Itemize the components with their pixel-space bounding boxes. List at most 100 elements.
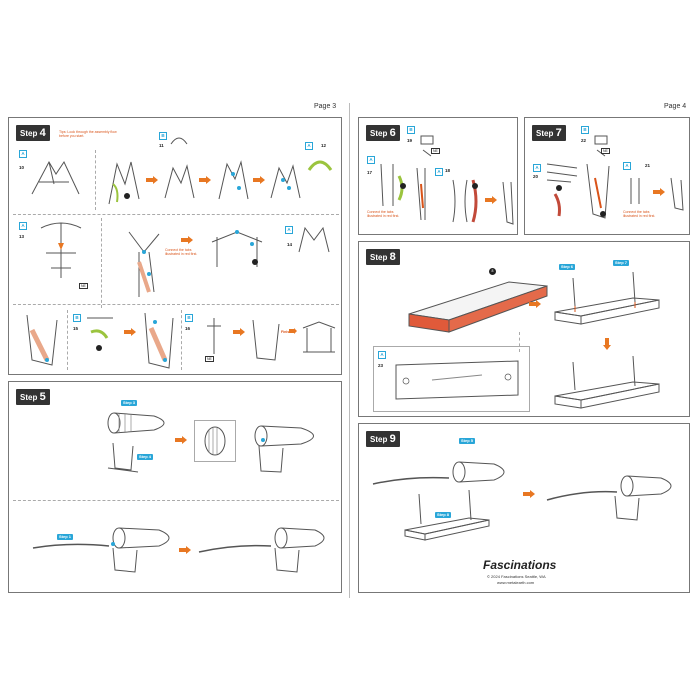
step-6-label: Step 6 xyxy=(366,125,400,141)
arrow-1 xyxy=(146,176,158,184)
arrow-7 xyxy=(289,328,297,334)
rocket-drawing-1 xyxy=(107,412,165,434)
sub-b-badge: B xyxy=(159,132,167,140)
divider-row1 xyxy=(13,214,339,215)
part-19-drawing xyxy=(420,135,434,157)
page-number-4: Page 4 xyxy=(664,103,687,110)
step-5-label: Step 5 xyxy=(16,389,50,405)
separator-3 xyxy=(67,310,68,370)
part-assembly-13 xyxy=(586,163,610,219)
base-detail-inset: A 23 xyxy=(373,346,530,412)
arrow-5 xyxy=(124,328,136,336)
step-7-panel: Step 7 B 22 NE A 20 A 21 Connect the tab… xyxy=(524,117,690,235)
rocket-drawing-4 xyxy=(198,527,325,573)
arrow-10 xyxy=(485,196,497,204)
part-16-num: 16 xyxy=(185,326,191,331)
part-assembly-6 xyxy=(211,230,263,267)
part-21-drawing xyxy=(630,178,640,204)
sub-a-badge-2: A xyxy=(305,142,313,150)
part-assembly-3 xyxy=(218,160,249,200)
sub-a-badge-3: A xyxy=(19,222,27,230)
website-text: www.metalearth.com xyxy=(497,580,535,585)
part-20-num: 20 xyxy=(533,174,539,179)
part-15-num: 15 xyxy=(73,326,79,331)
part-16-drawing xyxy=(207,318,221,354)
part-10-drawing xyxy=(31,160,80,195)
sub-b-badge-2: B xyxy=(73,314,81,322)
separator-4 xyxy=(181,310,182,370)
page-number-3: Page 3 xyxy=(314,103,337,110)
callout-step-4: Step 4 xyxy=(137,454,154,460)
arrow-11 xyxy=(653,188,665,196)
part-12-drawing xyxy=(307,160,333,171)
page-divider xyxy=(349,103,350,598)
arrow-12 xyxy=(529,300,541,308)
part-assembly-12 xyxy=(502,181,514,225)
sheet-8-num: 8 xyxy=(489,268,496,275)
stand-assembly-2 xyxy=(554,355,660,409)
part-assembly-14 xyxy=(670,177,684,211)
part-12-num: 12 xyxy=(321,143,327,148)
part-10-num: 10 xyxy=(19,165,25,170)
rocket-on-stand-exploded xyxy=(372,461,505,541)
part-13-num: 13 xyxy=(19,234,25,239)
base-plate-drawing xyxy=(408,281,548,333)
part-18-num: 18 xyxy=(445,168,451,173)
part-18-drawing xyxy=(452,179,478,223)
ne-tag: NE xyxy=(79,283,88,289)
part-13-drawing xyxy=(40,222,82,278)
arrow-9 xyxy=(179,546,191,554)
step-8-panel: Step 8 8 A 23 Step 6 Step 7 xyxy=(358,241,690,417)
part-assembly-7 xyxy=(26,314,58,366)
arrow-down xyxy=(603,338,611,350)
part-assembly-1 xyxy=(108,161,140,205)
part-assembly-2 xyxy=(164,164,195,199)
part-15-drawing xyxy=(87,317,113,351)
sub-a-badge: A xyxy=(19,150,27,158)
finish-label: Finish xyxy=(281,330,292,334)
part-23-num: 23 xyxy=(378,363,384,368)
sub-b-badge-4: B xyxy=(407,126,415,134)
step-5-panel: Step 5 Step 3 Step 4 Step 1 xyxy=(8,381,342,593)
ne-tag-2: NE xyxy=(205,356,214,362)
ne-tag-3: NE xyxy=(431,148,440,154)
part-21-num: 21 xyxy=(645,163,651,168)
arrow-4 xyxy=(181,236,193,244)
leader-line xyxy=(519,332,520,352)
callout-step-5: Step 5 xyxy=(459,438,476,444)
callout-step-3: Step 3 xyxy=(121,400,138,406)
copyright-text: © 2024 Fascinations Seattle, WA xyxy=(487,574,546,579)
part-22-num: 22 xyxy=(581,138,587,143)
step-4-label: Step 4 xyxy=(16,125,50,141)
step-9-label: Step 9 xyxy=(366,431,400,447)
arrow-8 xyxy=(175,436,187,444)
part-22-drawing xyxy=(594,135,608,157)
step-6-note: Connect the tabs illustrated in red firs… xyxy=(367,210,400,218)
arrow-6 xyxy=(233,328,245,336)
part-14-num: 14 xyxy=(287,242,293,247)
stand-drawing-1 xyxy=(107,442,139,473)
sub-a-badge-7: A xyxy=(533,164,541,172)
arrow-3 xyxy=(253,176,265,184)
separator xyxy=(95,150,96,210)
part-17-drawing xyxy=(380,163,406,207)
callout-step-6: Step 6 xyxy=(559,264,576,270)
step-9-panel: Step 9 Step 5 Step 8 Fascinations © 2024… xyxy=(358,423,690,593)
divider-row2 xyxy=(13,304,339,305)
arrow-13 xyxy=(523,490,535,498)
part-assembly-10 xyxy=(302,321,336,353)
part-assembly-5 xyxy=(128,231,160,297)
callout-step-8: Step 8 xyxy=(435,512,452,518)
step-8-label: Step 8 xyxy=(366,249,400,265)
step-7-label: Step 7 xyxy=(532,125,566,141)
part-assembly-9 xyxy=(252,319,280,361)
sub-a-badge-9: A xyxy=(378,351,386,359)
callout-step-7: Step 7 xyxy=(613,260,630,266)
callout-step-1: Step 1 xyxy=(57,534,74,540)
page-4: Page 4 Step 6 B 19 NE A 17 Connect the t… xyxy=(354,103,696,598)
sub-a-badge-5: A xyxy=(367,156,375,164)
step-4-note: Connect the tabs illustrated in red firs… xyxy=(165,248,198,256)
rocket-drawing-3 xyxy=(32,527,170,573)
brand-logo: Fascinations xyxy=(483,558,557,572)
separator-2 xyxy=(101,218,102,308)
